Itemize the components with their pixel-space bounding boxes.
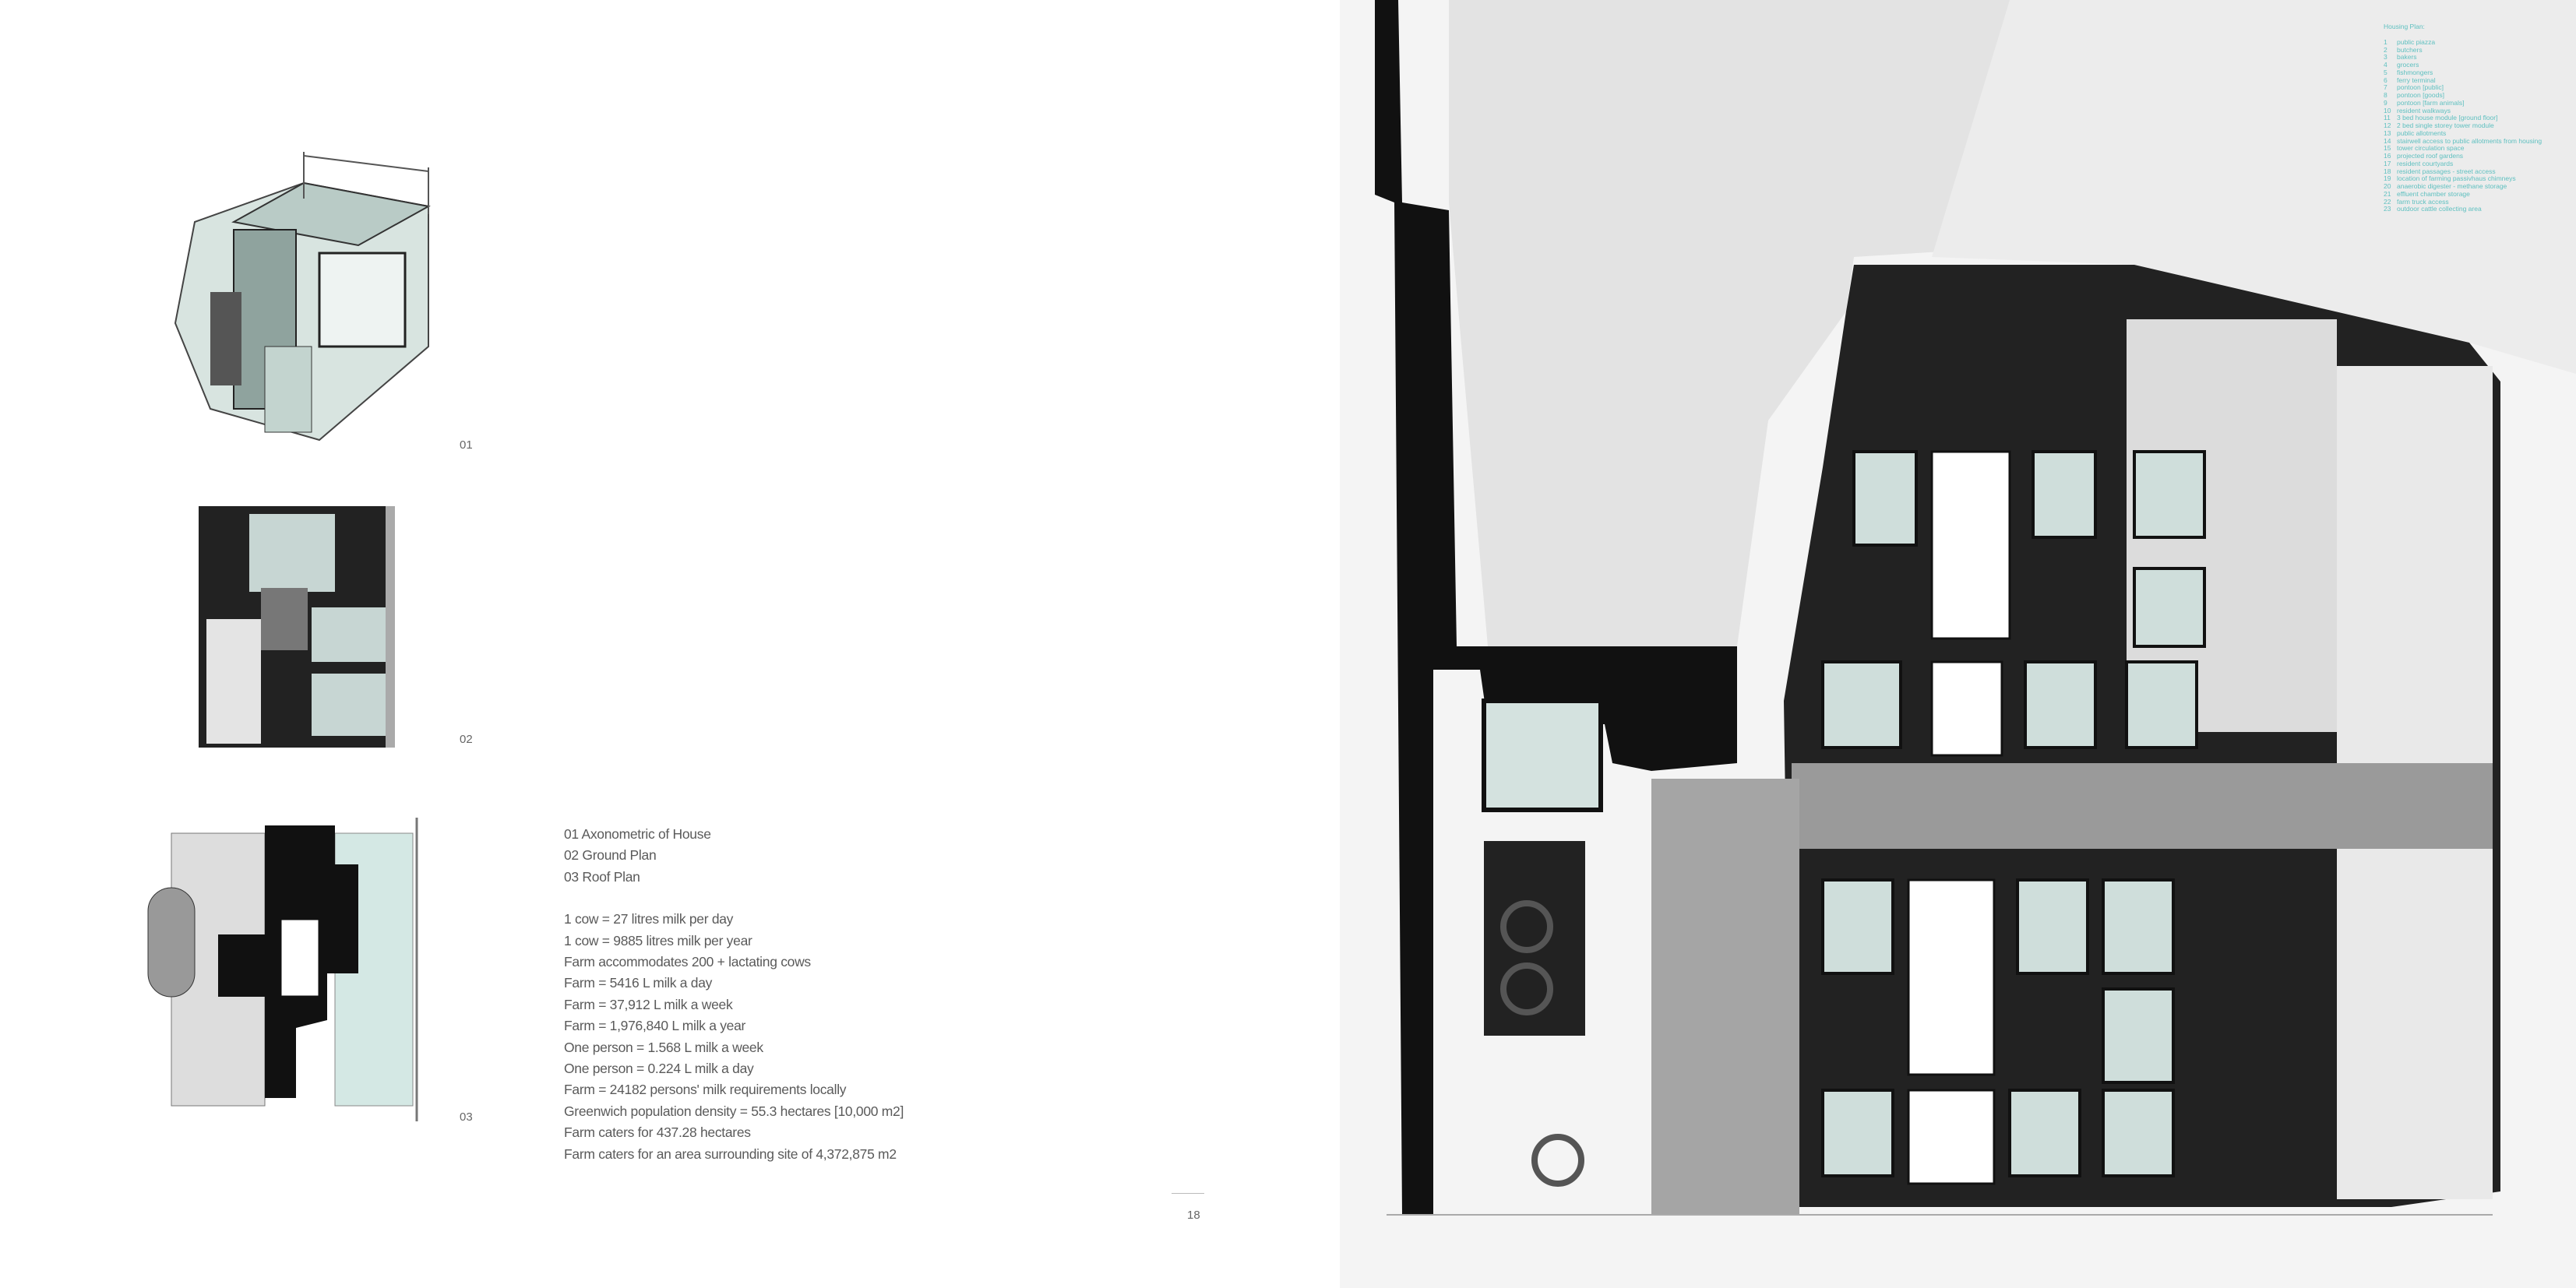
housing-plan-legend: Housing Plan: 1 public piazza 2 butchers 3 ba…	[2384, 23, 2542, 213]
roof-plan-drawing	[147, 818, 418, 1121]
legend-item: 22 farm truck access	[2384, 197, 2542, 206]
legend-item: 2 butchers	[2384, 45, 2542, 55]
legend-item: 18 resident passages - street access	[2384, 167, 2542, 176]
fact-line: Farm = 5416 L milk a day	[564, 975, 713, 991]
legend-item-number: 1	[2384, 37, 2387, 46]
legend-item-number: 20	[2384, 182, 2391, 190]
legend-item-number: 14	[2384, 136, 2391, 145]
legend-item-number: 5	[2384, 68, 2387, 76]
fact-line: 1 cow = 9885 litres milk per year	[564, 932, 752, 948]
legend-item-number: 10	[2384, 106, 2391, 114]
legend-item-label: public allotments	[2397, 128, 2447, 137]
legend-item: 12 2 bed single storey tower module	[2384, 121, 2542, 130]
legend-item: 4 grocers	[2384, 61, 2542, 69]
legend-item-number: 13	[2384, 128, 2391, 137]
legend-item-label: location of farming passivhaus chimneys	[2397, 174, 2516, 183]
legend-item-label: butchers	[2397, 45, 2423, 54]
legend-item: 3 bakers	[2384, 53, 2542, 62]
legend-item-label: tower circulation space	[2397, 144, 2465, 153]
fact-line: One person = 0.224 L milk a day	[564, 1061, 754, 1077]
legend-item-label: farm truck access	[2397, 197, 2449, 206]
legend-item: 11 3 bed house module [ground floor]	[2384, 114, 2542, 122]
fact-line: Farm = 37,912 L milk a week	[564, 996, 733, 1012]
figure-label-01: 01	[460, 438, 473, 452]
housing-plan-drawing	[1285, 0, 2576, 1288]
legend-item-number: 23	[2384, 205, 2391, 213]
fact-line: Farm caters for an area surrounding site…	[564, 1145, 897, 1162]
legend-item-number: 22	[2384, 197, 2391, 206]
legend-item-label: anaerobic digester - methane storage	[2397, 182, 2507, 190]
legend-item: 19 location of farming passivhaus chimney…	[2384, 174, 2542, 183]
legend-item-number: 7	[2384, 83, 2387, 92]
legend-item-label: pontoon [public]	[2397, 83, 2444, 92]
legend-item-label: projected roof gardens	[2397, 152, 2464, 160]
legend-item-number: 19	[2384, 174, 2391, 183]
legend-item: 16 projected roof gardens	[2384, 152, 2542, 160]
ground-plan-drawing	[199, 506, 395, 748]
legend-item: 20 anaerobic digester - methane storage	[2384, 182, 2542, 191]
legend-item-number: 4	[2384, 61, 2387, 69]
legend-item-label: fishmongers	[2397, 68, 2433, 76]
legend-title: Housing Plan:	[2384, 23, 2425, 30]
legend-item-label: stairwell access to public allotments fr…	[2397, 136, 2543, 145]
legend-item-label: ferry terminal	[2397, 76, 2436, 84]
legend-item-number: 18	[2384, 167, 2391, 175]
legend-item-label: public piazza	[2397, 37, 2436, 46]
legend-item-number: 21	[2384, 189, 2391, 198]
legend-item-label: pontoon [goods]	[2397, 91, 2444, 99]
legend-item-number: 16	[2384, 152, 2391, 160]
page-number: 18	[1187, 1209, 1200, 1222]
legend-item-number: 6	[2384, 76, 2387, 84]
legend-item-label: 3 bed house module [ground floor]	[2397, 114, 2498, 122]
legend-item-label: resident passages - street access	[2397, 167, 2496, 175]
caption: 01 Axonometric of House	[564, 826, 711, 842]
legend-item: 15 tower circulation space	[2384, 144, 2542, 153]
legend-item-label: resident courtyards	[2397, 159, 2454, 167]
page-number-rule	[1172, 1193, 1204, 1194]
legend-item: 23 outdoor cattle collecting area	[2384, 205, 2542, 213]
legend-item: 13 public allotments	[2384, 128, 2542, 138]
legend-item: 8 pontoon [goods]	[2384, 91, 2542, 100]
fact-line: One person = 1.568 L milk a week	[564, 1039, 763, 1055]
fact-line: Farm caters for 437.28 hectares	[564, 1124, 751, 1141]
legend-item: 14 stairwell access to public allotments …	[2384, 136, 2543, 146]
figure-notes: 01 Axonometric of House 02 Ground Plan 0…	[564, 824, 904, 1165]
legend-item-label: outdoor cattle collecting area	[2397, 205, 2482, 213]
legend-item-label: pontoon [farm animals]	[2397, 98, 2465, 107]
legend-item: 17 resident courtyards	[2384, 160, 2542, 168]
caption: 02 Ground Plan	[564, 847, 657, 864]
legend-item-label: effluent chamber storage	[2397, 189, 2470, 198]
legend-item-number: 8	[2384, 91, 2387, 99]
legend-item: 1 public piazza	[2384, 37, 2542, 47]
legend-item: 9 pontoon [farm animals]	[2384, 98, 2542, 107]
legend-item-label: resident walkways	[2397, 106, 2451, 114]
legend-item-number: 11	[2384, 114, 2391, 122]
fact-line: Greenwich population density = 55.3 hect…	[564, 1103, 904, 1119]
figure-label-03: 03	[460, 1110, 473, 1124]
legend-item-label: 2 bed single storey tower module	[2397, 121, 2494, 129]
legend-item-label: bakers	[2397, 53, 2417, 62]
fact-line: Farm = 24182 persons' milk requirements …	[564, 1082, 847, 1098]
legend-item-number: 15	[2384, 144, 2391, 153]
legend-item-number: 12	[2384, 121, 2391, 129]
fact-line: 1 cow = 27 litres milk per day	[564, 911, 734, 927]
fact-line: Farm = 1,976,840 L milk a year	[564, 1018, 746, 1034]
fact-line: Farm accommodates 200 + lactating cows	[564, 954, 811, 970]
legend-item-number: 2	[2384, 45, 2387, 54]
legend-item: 10 resident walkways	[2384, 107, 2542, 115]
axonometric-house-drawing	[174, 152, 431, 442]
legend-item-number: 3	[2384, 53, 2387, 62]
legend-item: 21 effluent chamber storage	[2384, 189, 2542, 199]
legend-item-number: 9	[2384, 98, 2387, 107]
figure-label-02: 02	[460, 733, 473, 746]
caption: 03 Roof Plan	[564, 868, 640, 885]
legend-item: 6 ferry terminal	[2384, 76, 2542, 85]
legend-item-number: 17	[2384, 159, 2391, 167]
legend-item-label: grocers	[2397, 61, 2419, 69]
legend-item: 5 fishmongers	[2384, 69, 2542, 77]
legend-item: 7 pontoon [public]	[2384, 83, 2542, 92]
